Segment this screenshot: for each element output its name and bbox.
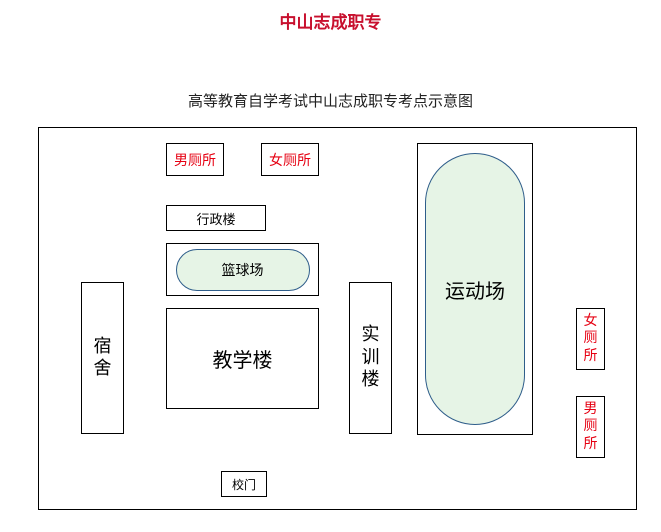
teaching-building: 教学楼 <box>166 308 319 409</box>
female-toilet-right-char: 所 <box>583 347 598 364</box>
dormitory: 宿 舍 <box>81 282 124 434</box>
admin-building-label: 行政楼 <box>196 212 236 228</box>
training-building-char: 实 <box>361 324 380 346</box>
male-toilet-right-char: 男 <box>583 400 598 417</box>
male-toilet-right-char: 厕 <box>583 418 598 435</box>
basketball-court: 篮球场 <box>175 248 310 291</box>
school-gate-label: 校门 <box>231 477 256 492</box>
training-building: 实 训 楼 <box>349 282 392 434</box>
basketball-court-area: 篮球场 <box>166 243 319 296</box>
sports-field-area: 运动场 <box>417 143 533 435</box>
admin-building: 行政楼 <box>166 205 266 231</box>
female-toilet-top: 女厕所 <box>261 143 319 176</box>
male-toilet-right-char: 所 <box>583 435 598 452</box>
dormitory-char: 舍 <box>93 358 112 379</box>
male-toilet-right: 男 厕 所 <box>576 396 605 458</box>
female-toilet-right-char: 女 <box>583 312 598 329</box>
sports-field-label: 运动场 <box>445 278 505 303</box>
female-toilet-right-char: 厕 <box>583 330 598 347</box>
basketball-court-label: 篮球场 <box>221 262 264 279</box>
teaching-building-label: 教学楼 <box>212 348 273 372</box>
page-title: 中山志成职专 <box>279 13 382 33</box>
sports-field: 运动场 <box>425 153 525 425</box>
map-title: 高等教育自学考试中山志成职专考点示意图 <box>187 92 473 110</box>
school-gate: 校门 <box>221 471 267 497</box>
female-toilet-top-label: 女厕所 <box>269 152 311 169</box>
dormitory-char: 宿 <box>93 335 112 357</box>
training-building-char: 训 <box>361 346 380 368</box>
female-toilet-right: 女 厕 所 <box>576 308 605 370</box>
campus-map: 男厕所 女厕所 行政楼 篮球场 教学楼 宿 舍 实 训 楼 运动场 女 厕 所 <box>38 127 637 510</box>
male-toilet-top: 男厕所 <box>166 143 224 176</box>
male-toilet-top-label: 男厕所 <box>174 152 216 169</box>
training-building-char: 楼 <box>361 369 380 391</box>
